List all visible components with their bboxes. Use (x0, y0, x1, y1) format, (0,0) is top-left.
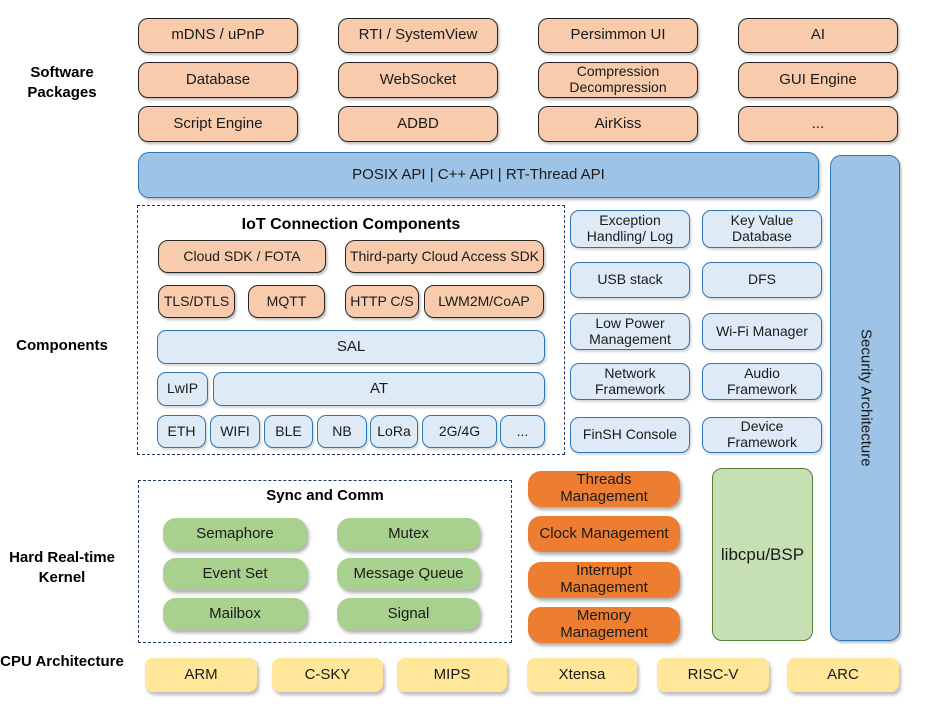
security-architecture-bar: Security Architecture (830, 155, 900, 641)
at-box: AT (213, 372, 545, 406)
cpu-arch-box: ARC (787, 658, 899, 692)
sync-box: Signal (337, 598, 480, 630)
link-box: ... (500, 415, 545, 448)
cpu-arch-box: ARM (145, 658, 257, 692)
sync-box: Message Queue (337, 558, 480, 590)
package-box: Compression Decompression (538, 62, 698, 98)
service-box: Wi-Fi Manager (702, 313, 822, 350)
mgmt-box: Clock Management (528, 516, 680, 552)
cpu-arch-box: Xtensa (527, 658, 637, 692)
sync-box: Event Set (163, 558, 307, 590)
service-box: Low Power Management (570, 313, 690, 350)
service-box: FinSH Console (570, 417, 690, 453)
service-box: Key Value Database (702, 210, 822, 248)
section-label-kernel: Hard Real-time Kernel (9, 549, 115, 586)
package-box: GUI Engine (738, 62, 898, 98)
sync-and-comm-group (138, 480, 512, 643)
package-box: ADBD (338, 106, 498, 142)
service-box: Audio Framework (702, 363, 822, 400)
section-label-components: Components (16, 337, 108, 354)
mgmt-box: Interrupt Management (528, 562, 680, 598)
iot-connection-components-group (137, 205, 565, 455)
libcpu-bsp-box: libcpu/BSP (712, 468, 813, 641)
package-box: Persimmon UI (538, 18, 698, 53)
package-box: AirKiss (538, 106, 698, 142)
sync-box: Mutex (337, 518, 480, 550)
mgmt-box: Threads Management (528, 471, 680, 507)
protocol-box: TLS/DTLS (158, 285, 235, 318)
service-box: DFS (702, 262, 822, 298)
sync-box: Mailbox (163, 598, 307, 630)
protocol-box: HTTP C/S (345, 285, 419, 318)
section-label-cpu: CPU Architecture (0, 653, 124, 670)
section-label-software-packages: Software Packages (27, 64, 97, 101)
link-box: 2G/4G (422, 415, 497, 448)
link-box: NB (317, 415, 367, 448)
api-bar: POSIX API | C++ API | RT-Thread API (138, 152, 819, 198)
cpu-arch-box: C-SKY (272, 658, 383, 692)
link-box: ETH (157, 415, 206, 448)
link-box: LoRa (370, 415, 418, 448)
sync-group-title: Sync and Comm (266, 487, 384, 504)
cloud-box: Third-party Cloud Access SDK (345, 240, 544, 273)
sal-box: SAL (157, 330, 545, 364)
link-box: BLE (264, 415, 313, 448)
package-box: ... (738, 106, 898, 142)
sync-box: Semaphore (163, 518, 307, 550)
iot-group-title: IoT Connection Components (241, 216, 461, 233)
protocol-box: MQTT (248, 285, 325, 318)
cloud-box: Cloud SDK / FOTA (158, 240, 326, 273)
package-box: mDNS / uPnP (138, 18, 298, 53)
cpu-arch-box: RISC-V (657, 658, 769, 692)
package-box: Database (138, 62, 298, 98)
cpu-arch-box: MIPS (397, 658, 507, 692)
service-box: Network Framework (570, 363, 690, 400)
link-box: WIFI (210, 415, 260, 448)
mgmt-box: Memory Management (528, 607, 680, 643)
service-box: Exception Handling/ Log (570, 210, 690, 248)
service-box: Device Framework (702, 417, 822, 453)
service-box: USB stack (570, 262, 690, 298)
package-box: AI (738, 18, 898, 53)
protocol-box: LWM2M/CoAP (424, 285, 544, 318)
package-box: Script Engine (138, 106, 298, 142)
lwip-box: LwIP (157, 372, 208, 406)
package-box: WebSocket (338, 62, 498, 98)
package-box: RTI / SystemView (338, 18, 498, 53)
